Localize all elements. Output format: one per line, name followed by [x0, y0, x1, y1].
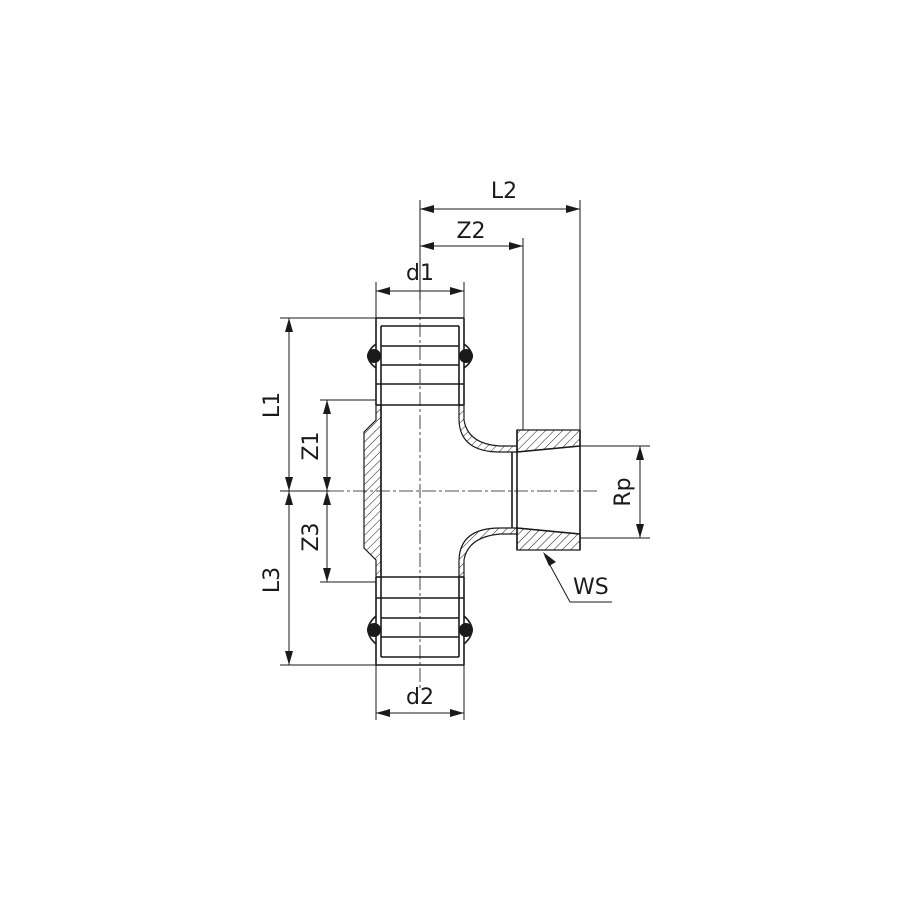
label-Z1: Z1 [299, 431, 324, 460]
label-L2: L2 [491, 179, 517, 204]
dimension-Rp [636, 446, 644, 538]
dimension-L2 [420, 205, 580, 213]
label-L3: L3 [260, 567, 285, 593]
dimension-Z3 [323, 491, 331, 582]
label-L1: L1 [260, 392, 285, 418]
dimension-L1 [285, 318, 293, 491]
dimension-L3 [285, 491, 293, 665]
extension-lines [280, 200, 650, 720]
dimension-d2 [376, 709, 464, 717]
dimension-Z2 [420, 242, 523, 250]
label-WS: WS [573, 575, 609, 600]
label-Rp: Rp [611, 477, 636, 506]
label-Z2: Z2 [456, 219, 485, 244]
dimension-Z1 [323, 400, 331, 491]
fitting-body [363, 317, 581, 666]
dimension-d1 [376, 287, 464, 295]
ws-leader [543, 552, 612, 603]
label-d2: d2 [406, 685, 434, 710]
center-lines [330, 300, 600, 690]
label-d1: d1 [406, 261, 434, 286]
label-Z3: Z3 [299, 522, 324, 551]
